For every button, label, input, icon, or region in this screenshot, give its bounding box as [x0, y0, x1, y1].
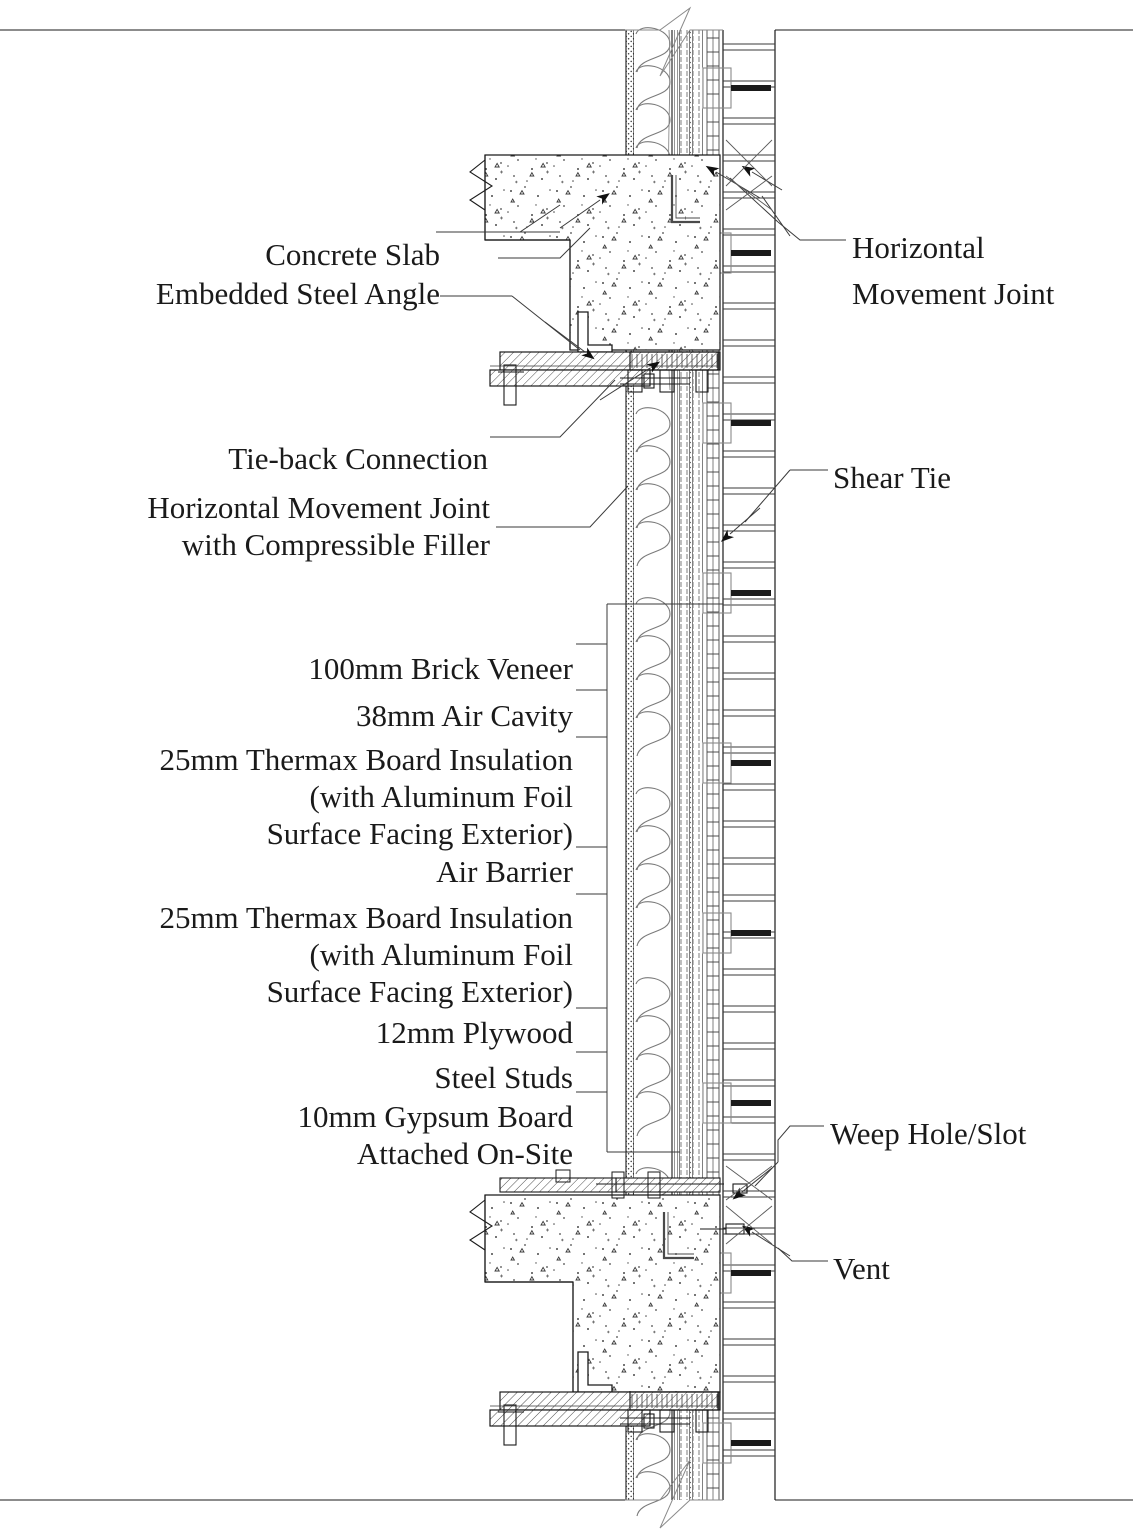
- label-tie-back-connection: Tie-back Connection: [228, 441, 488, 476]
- label-steel-studs: Steel Studs: [434, 1060, 573, 1095]
- label-horizontal-movement-joint-top-line2: Movement Joint: [852, 276, 1055, 311]
- label-air-barrier: Air Barrier: [436, 854, 573, 889]
- label-brick-veneer: 100mm Brick Veneer: [308, 651, 573, 686]
- label-thermax-board-inner-line1: 25mm Thermax Board Insulation: [159, 900, 573, 935]
- label-thermax-board-inner-line2: (with Aluminum Foil: [309, 937, 573, 972]
- label-gypsum-board-line2: Attached On-Site: [356, 1136, 573, 1171]
- label-plywood: 12mm Plywood: [375, 1015, 573, 1050]
- label-concrete-slab: Concrete Slab: [265, 237, 440, 272]
- label-vent: Vent: [833, 1251, 890, 1286]
- label-horizontal-movement-joint-filler-line1: Horizontal Movement Joint: [147, 490, 490, 525]
- label-air-cavity: 38mm Air Cavity: [356, 698, 573, 733]
- label-thermax-board-outer-line3: Surface Facing Exterior): [266, 816, 573, 851]
- label-weep-hole-slot: Weep Hole/Slot: [830, 1116, 1027, 1151]
- label-embedded-steel-angle: Embedded Steel Angle: [155, 276, 440, 311]
- label-thermax-board-inner-line3: Surface Facing Exterior): [266, 974, 573, 1009]
- label-shear-tie: Shear Tie: [833, 460, 951, 495]
- label-thermax-board-outer-line2: (with Aluminum Foil: [309, 779, 573, 814]
- label-thermax-board-outer-line1: 25mm Thermax Board Insulation: [159, 742, 573, 777]
- label-gypsum-board-line1: 10mm Gypsum Board: [297, 1099, 573, 1134]
- label-horizontal-movement-joint-filler-line2: with Compressible Filler: [181, 527, 490, 562]
- label-horizontal-movement-joint-top-line1: Horizontal: [852, 230, 985, 265]
